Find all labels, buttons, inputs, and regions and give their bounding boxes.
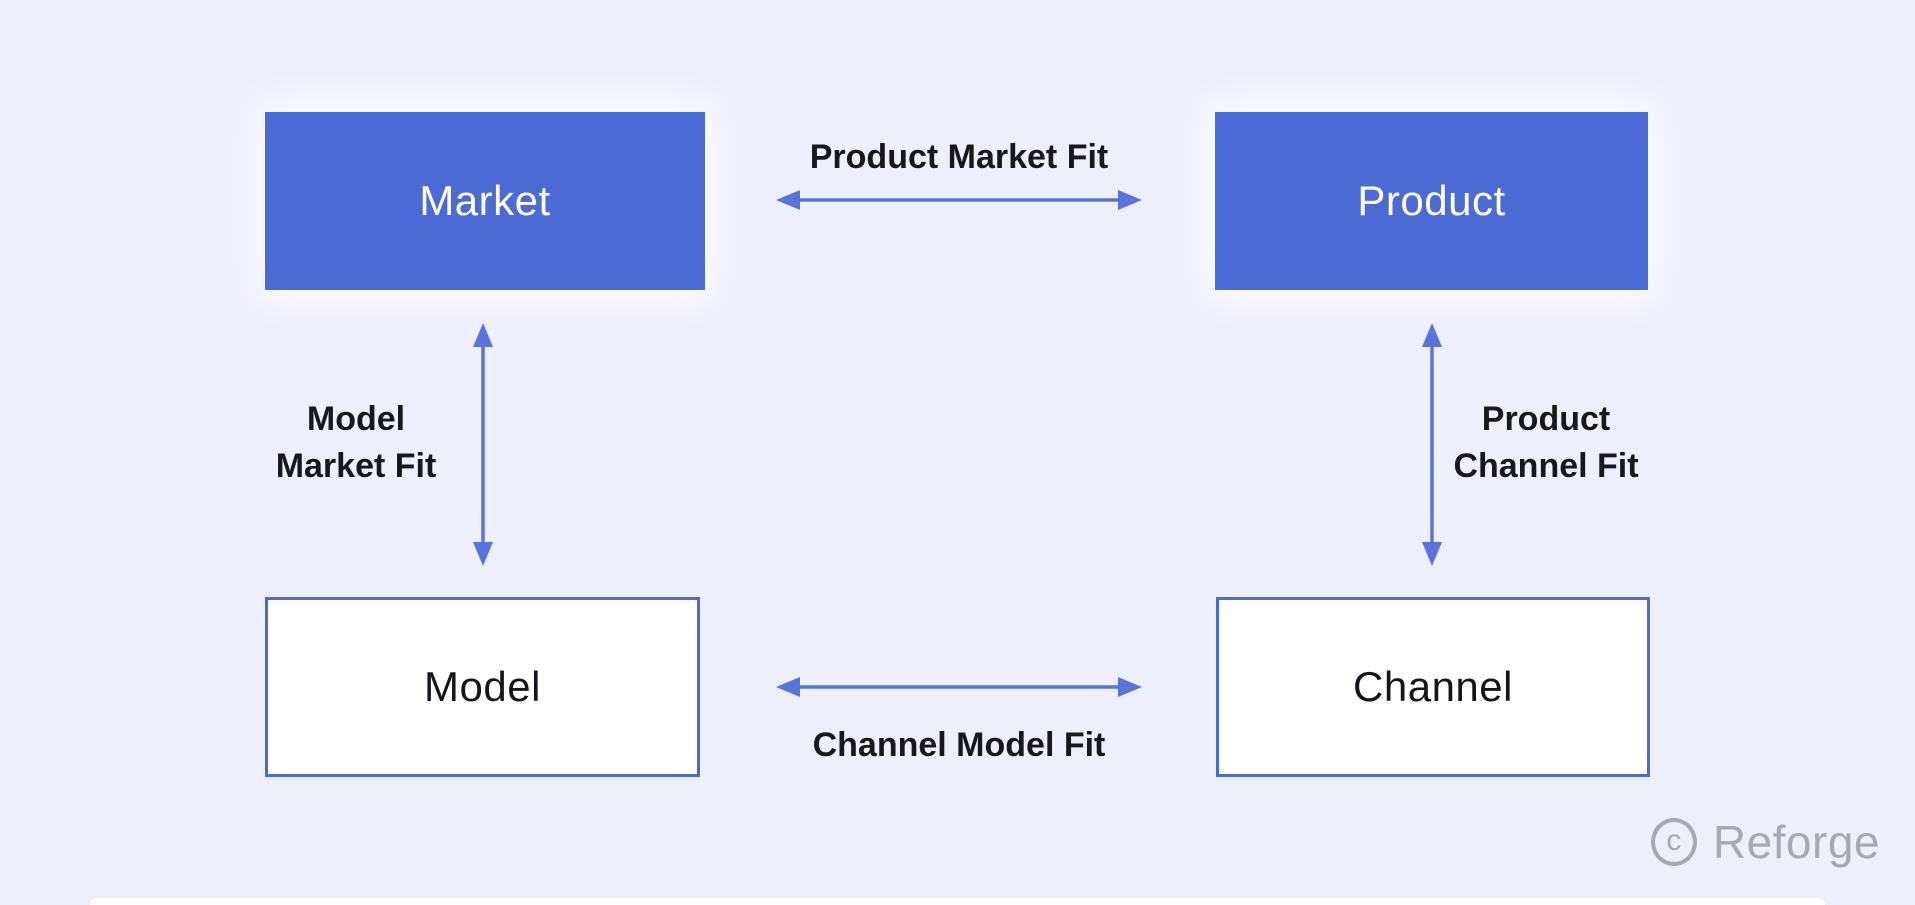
double-arrow-market-product (776, 190, 1142, 210)
double-arrow-model-channel (776, 677, 1142, 697)
label-product-channel-fit: Product Channel Fit (1421, 396, 1671, 490)
node-product-label: Product (1357, 177, 1506, 224)
node-market: Market (265, 112, 705, 290)
node-channel-label: Channel (1353, 663, 1513, 710)
double-arrow-market-model (473, 323, 493, 566)
bottom-frame-edge (90, 898, 1825, 905)
label-model-market-fit-line1: Model (306, 400, 406, 438)
node-market-label: Market (419, 177, 551, 224)
node-model: Model (265, 597, 700, 777)
label-model-market-fit: Model Market Fit (231, 396, 481, 490)
label-channel-model-fit: Channel Model Fit (812, 726, 1106, 764)
node-product: Product (1215, 112, 1648, 290)
copyright-icon: c (1650, 818, 1697, 866)
double-arrow-product-channel (1422, 323, 1442, 566)
label-product-channel-fit-line1: Product (1481, 400, 1611, 438)
watermark-brand-text: Reforge (1712, 816, 1880, 868)
label-product-channel-fit-line2: Channel Fit (1453, 447, 1639, 485)
node-model-label: Model (424, 663, 541, 710)
label-product-market-fit: Product Market Fit (809, 138, 1109, 176)
reforge-watermark: c Reforge (1650, 815, 1880, 869)
node-channel: Channel (1216, 597, 1650, 777)
label-model-market-fit-line2: Market Fit (275, 447, 437, 485)
